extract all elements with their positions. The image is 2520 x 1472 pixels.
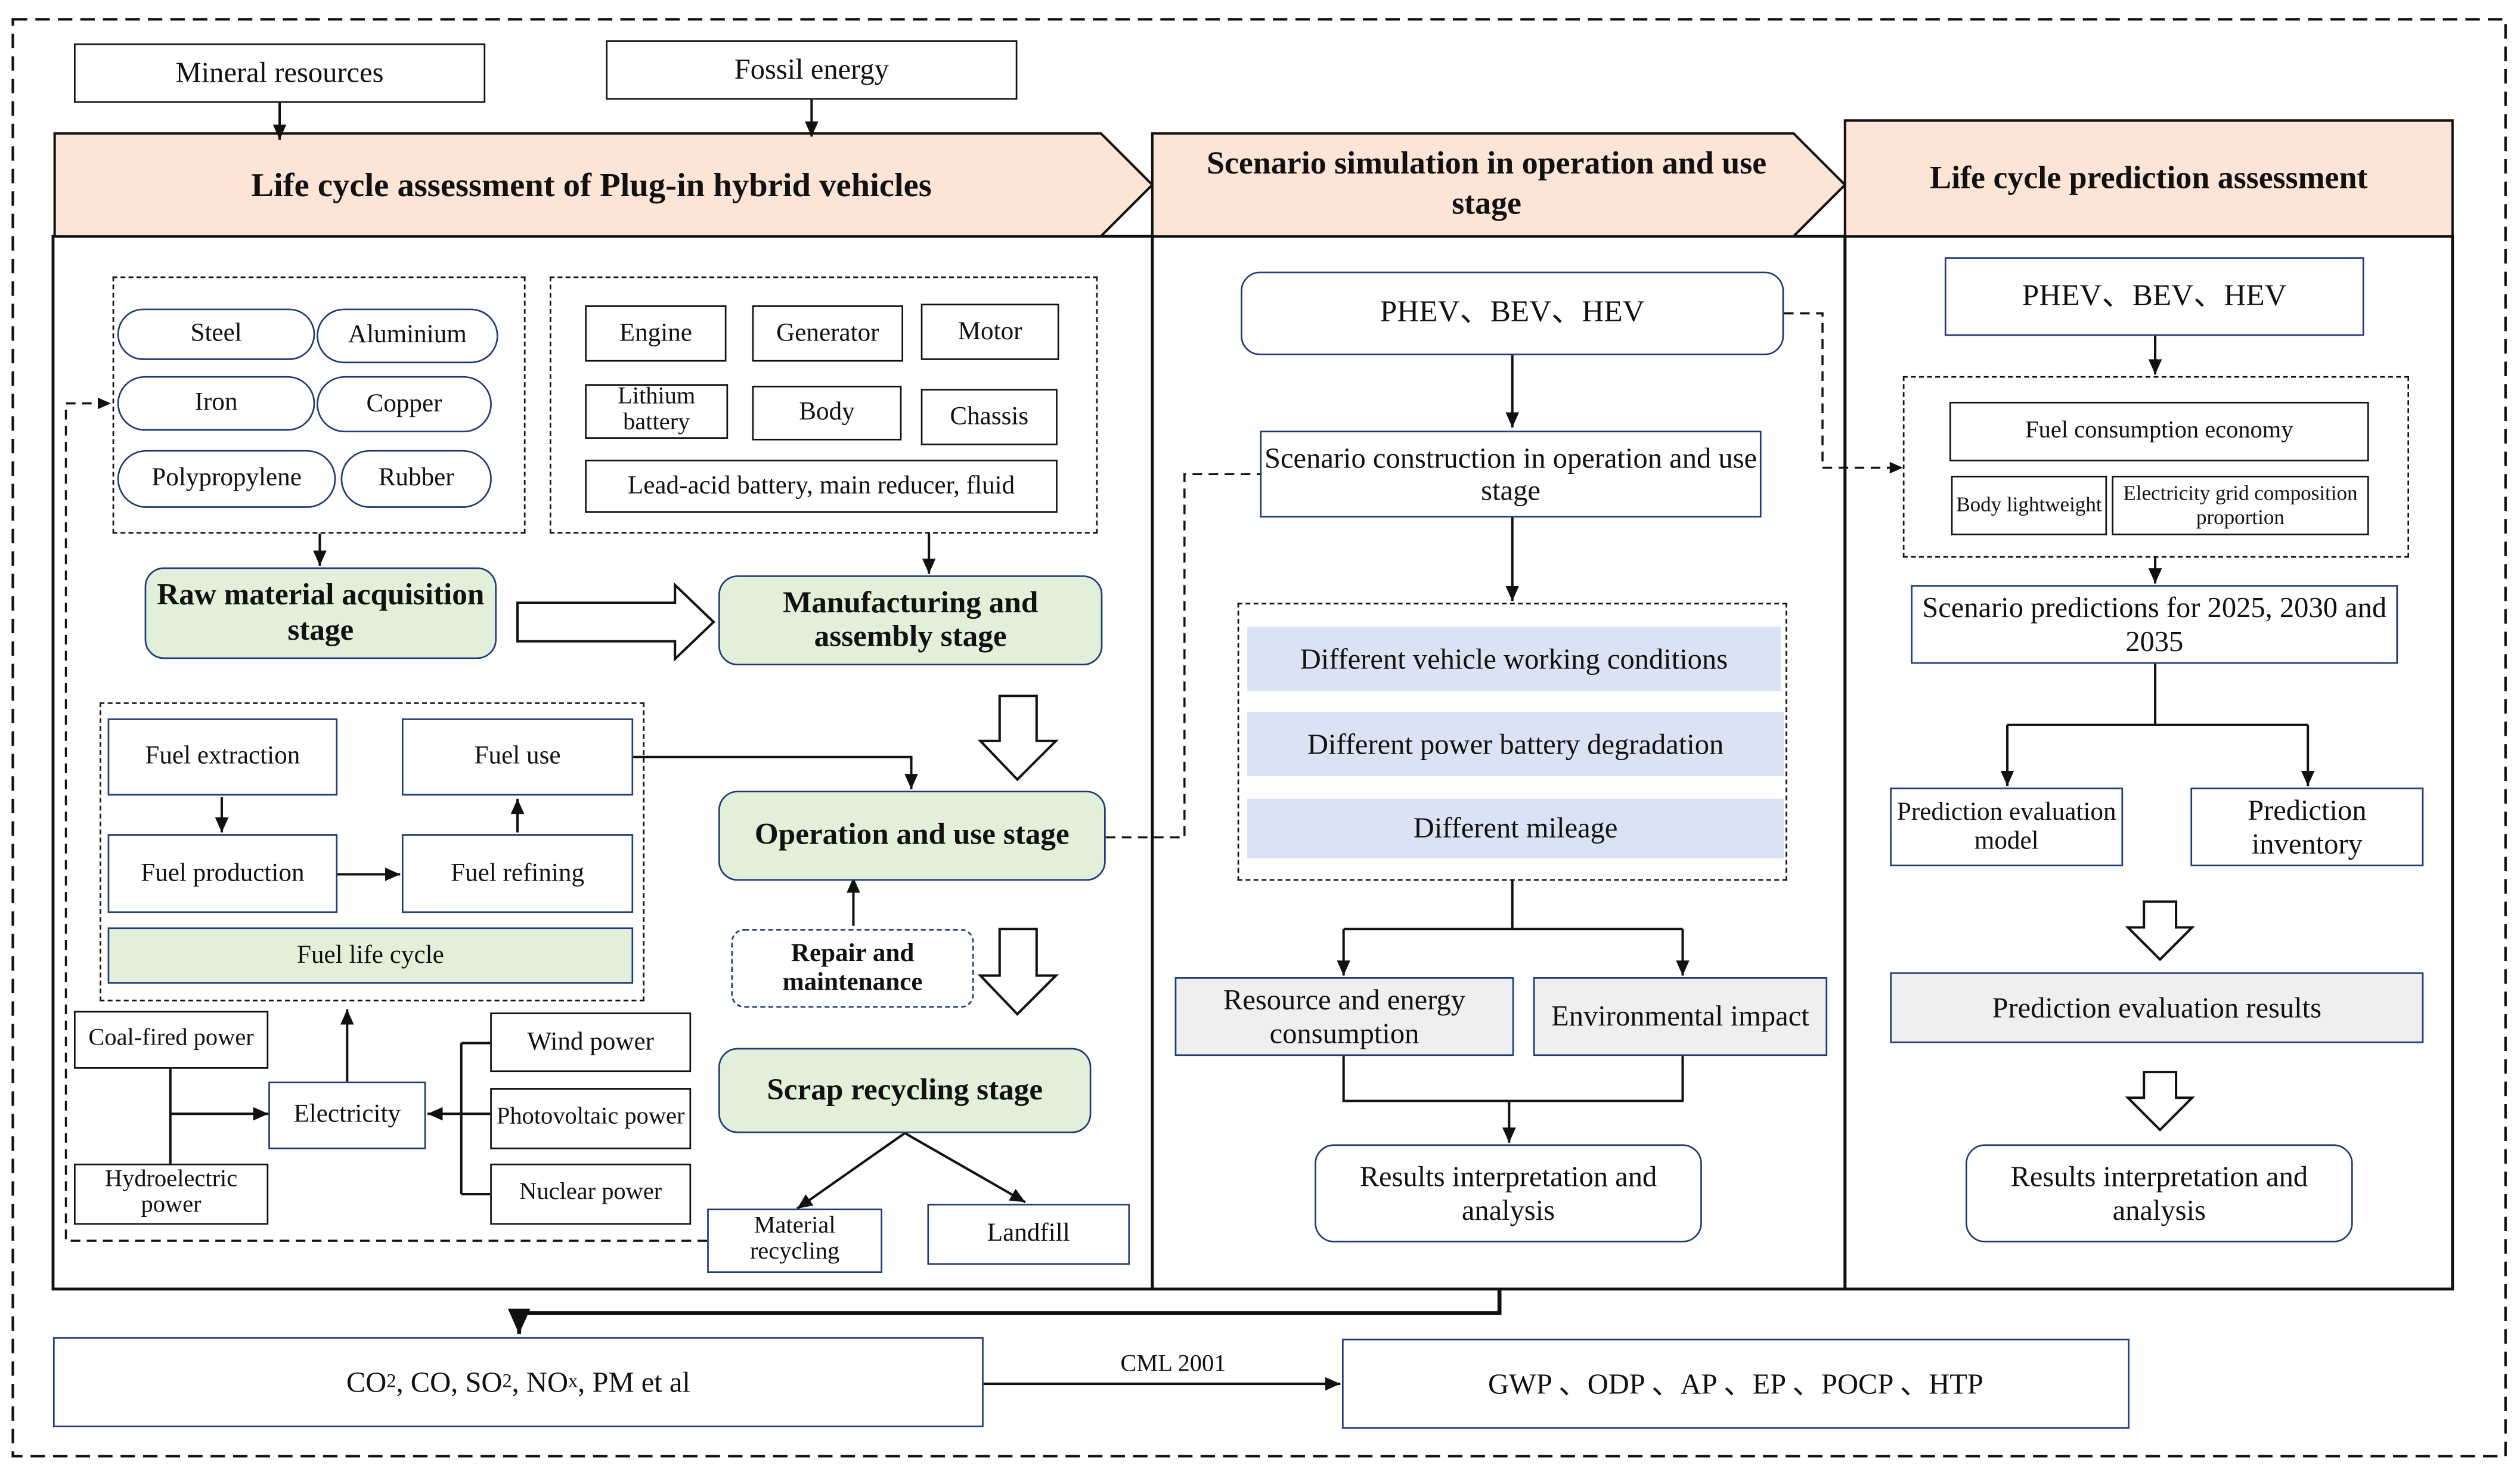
prediction-header: Life cycle prediction assessment [1930, 160, 2368, 196]
repair-maintenance: Repair and maintenance [731, 929, 974, 1008]
body-lightweight: Body lightweight [1951, 475, 2107, 535]
fossil-energy-label: Fossil energy [734, 54, 889, 86]
material-recycling: Material recycling [707, 1208, 882, 1273]
fuel-extraction: Fuel extraction [107, 718, 338, 796]
operation-stage: Operation and use stage [718, 791, 1106, 881]
scenario-header: Scenario simulation in operation and use… [1206, 146, 1767, 222]
fuel-refining: Fuel refining [401, 834, 634, 913]
emission-pm: , PM et al [578, 1366, 690, 1399]
hydroelectric-power: Hydroelectric power [74, 1163, 269, 1225]
material-rubber: Rubber [340, 450, 492, 508]
scenario-mileage: Different mileage [1247, 798, 1784, 859]
electricity-grid-composition: Electricity grid composition proportion [2112, 475, 2369, 535]
environmental-impact: Environmental impact [1533, 977, 1828, 1056]
emission-co2-subscript: 2 [386, 1369, 396, 1393]
emission-co2: CO [346, 1366, 387, 1399]
wind-power: Wind power [490, 1012, 692, 1073]
component-engine: Engine [585, 305, 727, 362]
material-polypropylene: Polypropylene [117, 450, 336, 508]
lca-header: Life cycle assessment of Plug-in hybrid … [251, 165, 932, 204]
fuel-consumption-economy: Fuel consumption economy [1949, 401, 2369, 461]
component-generator: Generator [752, 305, 904, 362]
fossil-energy-box: Fossil energy [606, 40, 1018, 100]
scenario-battery-degradation: Different power battery degradation [1247, 712, 1784, 777]
scrap-recycling-stage: Scrap recycling stage [718, 1048, 1092, 1133]
components-group [549, 276, 1098, 534]
scenario-factors-group [1237, 602, 1787, 881]
manufacturing-stage: Manufacturing and assembly stage [718, 575, 1103, 666]
resource-energy-consumption: Resource and energy consumption [1174, 977, 1514, 1056]
fuel-production: Fuel production [107, 834, 338, 913]
coal-fired-power: Coal-fired power [74, 1011, 269, 1069]
component-chassis: Chassis [920, 389, 1058, 445]
component-body: Body [752, 385, 902, 441]
materials-group [112, 276, 526, 534]
component-motor: Motor [920, 303, 1059, 360]
photovoltaic-power: Photovoltaic power [490, 1088, 692, 1149]
scenario-working-conditions: Different vehicle working conditions [1247, 627, 1781, 692]
impact-indicators-box: GWP 、ODP 、AP 、EP 、POCP 、HTP [1341, 1338, 2130, 1429]
prediction-factors-group [1902, 376, 2410, 558]
raw-material-stage: Raw material acquisition stage [144, 567, 497, 659]
mineral-resources-box: Mineral resources [74, 43, 486, 103]
emission-nox: , NO [512, 1366, 569, 1399]
emission-so2-subscript: 2 [502, 1369, 512, 1393]
scenario-predictions-years: Scenario predictions for 2025, 2030 and … [1911, 585, 2398, 664]
emission-nox-subscript: x [568, 1369, 578, 1393]
prediction-inventory: Prediction inventory [2190, 787, 2424, 867]
material-aluminium: Aluminium [317, 308, 498, 364]
cml-method-label: CML 2001 [1120, 1351, 1226, 1377]
electricity: Electricity [268, 1081, 426, 1149]
component-misc: Lead-acid battery, main reducer, fluid [585, 459, 1058, 513]
fuel-life-cycle-group [100, 702, 645, 1002]
fuel-life-cycle-label: Fuel life cycle [107, 927, 634, 984]
material-copper: Copper [317, 376, 492, 433]
prediction-results: Results interpretation and analysis [1965, 1144, 2353, 1242]
material-iron: Iron [117, 376, 315, 431]
nuclear-power: Nuclear power [490, 1163, 692, 1225]
prediction-evaluation-results: Prediction evaluation results [1890, 972, 2424, 1043]
prediction-vehicles: PHEV、BEV、HEV [1944, 257, 2364, 336]
landfill: Landfill [927, 1204, 1130, 1265]
scenario-construction: Scenario construction in operation and u… [1260, 430, 1762, 518]
scenario-results: Results interpretation and analysis [1315, 1144, 1702, 1242]
emission-co-so2: , CO, SO [396, 1366, 503, 1399]
scenario-vehicles: PHEV、BEV、HEV [1241, 271, 1784, 355]
component-lithium-battery: Lithium battery [585, 384, 729, 439]
material-steel: Steel [117, 308, 315, 360]
prediction-evaluation-model: Prediction evaluation model [1890, 787, 2124, 867]
fuel-use: Fuel use [401, 718, 634, 796]
mineral-resources-label: Mineral resources [175, 57, 384, 89]
